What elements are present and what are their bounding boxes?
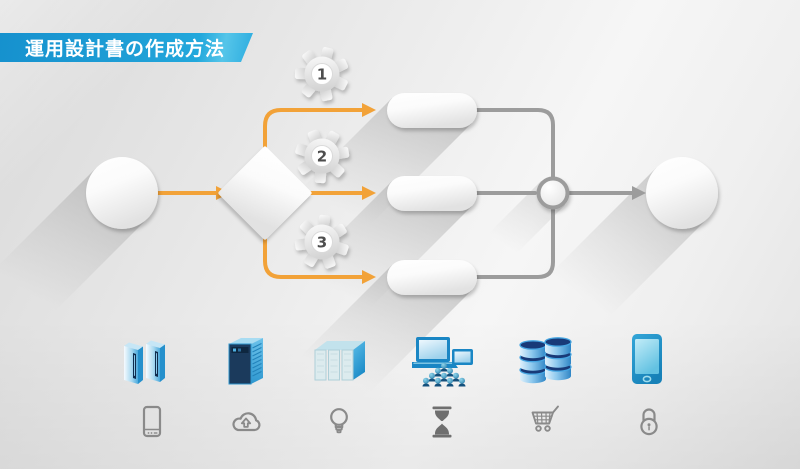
end-circle (646, 157, 718, 229)
task-pill-1 (387, 93, 477, 128)
people-group (422, 362, 466, 387)
lightbulb-icon (319, 402, 359, 442)
server-cluster-icon (309, 332, 373, 388)
merge-circle (536, 176, 570, 210)
decision-diamond (218, 146, 312, 240)
orange-connectors (156, 108, 364, 279)
gray-connectors (475, 108, 634, 279)
smartphone-icon (615, 332, 679, 388)
page-title: 運用設計書の作成方法 (25, 38, 226, 60)
gear-3-icon: 3 (294, 214, 349, 269)
padlock-icon (629, 400, 669, 440)
gear-1-label: 1 (317, 66, 327, 84)
mobile-phone-icon (132, 402, 172, 442)
gear-1-icon: 1 (294, 47, 349, 102)
hourglass-icon (422, 402, 462, 442)
shopping-cart-icon (523, 402, 563, 442)
title-banner: 運用設計書の作成方法 (0, 33, 253, 62)
task-pill-3 (387, 260, 477, 295)
workstation-group-icon (412, 336, 476, 392)
cloud-upload-icon (226, 402, 266, 442)
gear-3-label: 3 (317, 234, 327, 252)
gray-arrowhead (632, 186, 646, 200)
binders-icon (120, 332, 184, 388)
task-pill-2 (387, 176, 477, 211)
gear-2-label: 2 (317, 148, 327, 166)
database-icon (516, 332, 580, 388)
gear-2-icon: 2 (295, 129, 350, 184)
server-tower-icon (214, 332, 278, 388)
start-circle (86, 157, 158, 229)
